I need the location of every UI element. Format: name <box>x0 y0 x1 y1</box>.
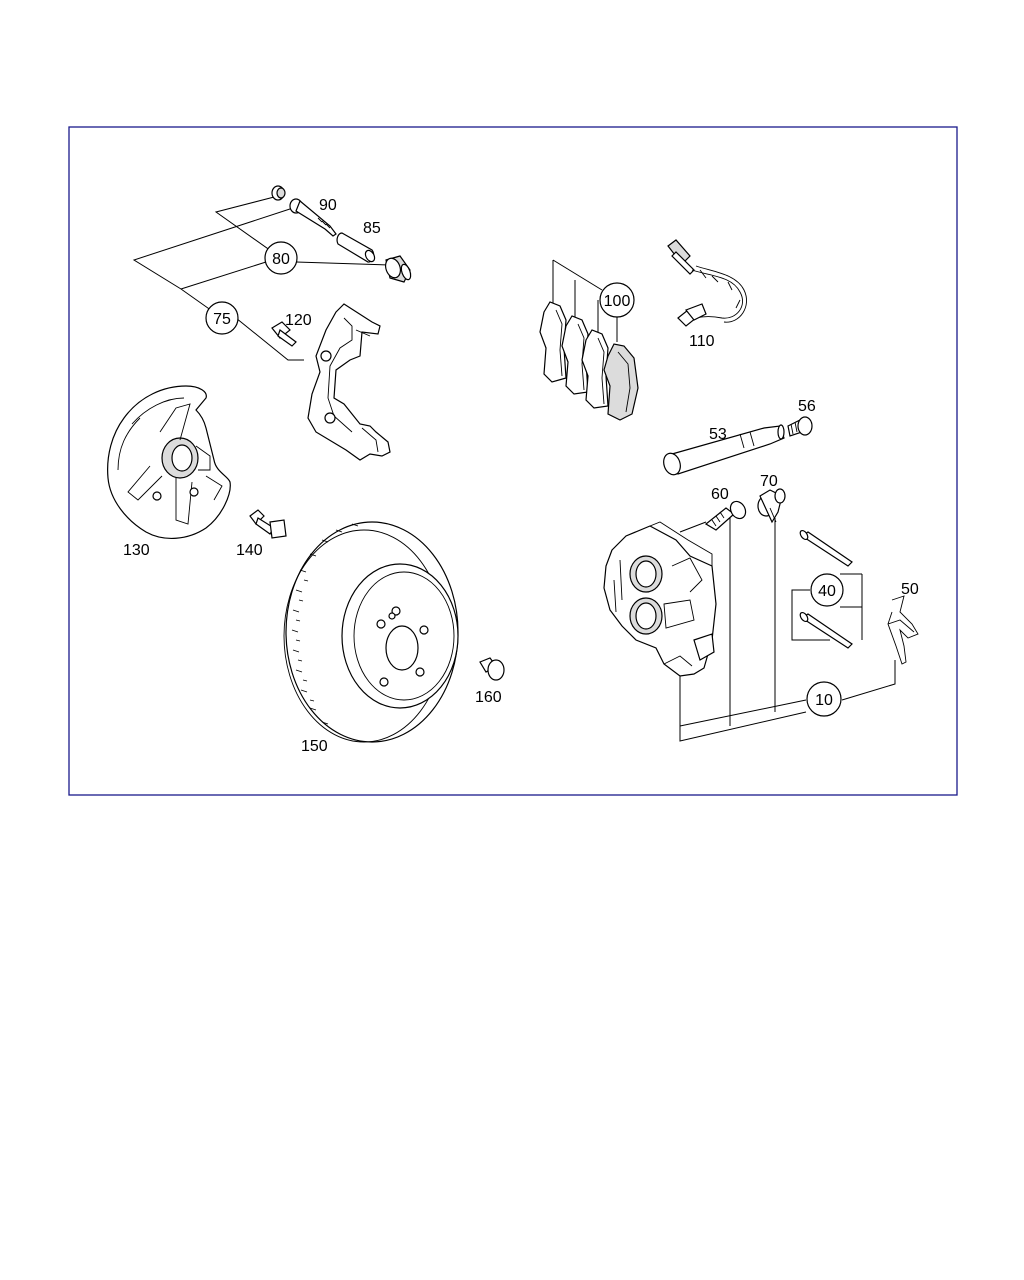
label-53: 53 <box>709 426 727 443</box>
brake-caliper <box>603 521 717 677</box>
label-130: 130 <box>123 542 150 559</box>
label-140: 140 <box>236 542 263 559</box>
guide-bolt-90 <box>289 198 337 237</box>
wear-sensor <box>667 239 747 327</box>
callout-100-label: 100 <box>604 293 631 310</box>
spring-clip <box>887 595 919 665</box>
bleeder-valve-70 <box>757 488 786 524</box>
label-85: 85 <box>363 220 381 237</box>
brake-disc <box>283 521 459 743</box>
guide-pins <box>799 529 853 649</box>
callout-80: 80 <box>264 241 298 275</box>
callout-10-label: 10 <box>815 692 833 709</box>
label-120: 120 <box>285 312 312 329</box>
cap-nut-part <box>271 185 286 201</box>
leader-lines <box>132 195 896 742</box>
callout-10: 10 <box>806 681 842 717</box>
label-110: 110 <box>689 333 715 350</box>
sleeve-85 <box>336 232 376 263</box>
label-160: 160 <box>475 689 502 706</box>
callout-100: 100 <box>599 282 635 318</box>
label-60: 60 <box>711 486 729 503</box>
bolt-120 <box>271 321 297 347</box>
label-90: 90 <box>319 197 337 214</box>
bolt-160 <box>479 657 505 681</box>
callout-75: 75 <box>205 301 239 335</box>
callout-40: 40 <box>810 573 844 607</box>
label-50: 50 <box>901 581 919 598</box>
bolt-56 <box>787 416 813 437</box>
pin-53 <box>663 424 785 476</box>
diagram-border <box>68 126 958 796</box>
boot-80 <box>384 255 412 283</box>
bolt-140 <box>249 509 287 539</box>
label-150: 150 <box>301 738 328 755</box>
dust-shield <box>107 385 231 539</box>
brake-pads <box>539 301 639 421</box>
bleeder-screw <box>704 500 747 531</box>
callout-75-label: 75 <box>213 311 231 328</box>
caliper-bracket <box>307 303 391 461</box>
callout-40-label: 40 <box>818 583 836 600</box>
label-70: 70 <box>760 473 778 490</box>
callout-80-label: 80 <box>272 251 290 268</box>
label-56: 56 <box>798 398 816 415</box>
